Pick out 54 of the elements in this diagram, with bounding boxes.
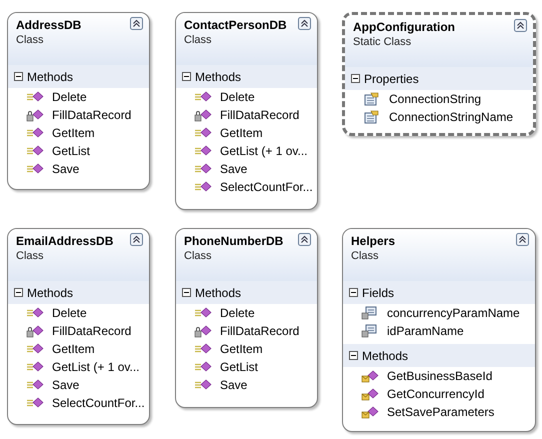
class-kind: Class (351, 250, 379, 262)
member-name: idParamName (387, 324, 464, 338)
member-name: Delete (220, 306, 255, 320)
member-name: FillDataRecord (220, 108, 300, 122)
member-name: GetItem (220, 342, 263, 356)
class-box (7, 228, 150, 425)
member-name: Save (220, 162, 248, 176)
class-name: EmailAddressDB (16, 234, 114, 248)
class-kind: Class (16, 250, 44, 262)
member-name: SelectCountFor... (220, 180, 313, 194)
member-name: Delete (220, 90, 255, 104)
compartment-header: Properties (345, 67, 533, 90)
member-name: SetSaveParameters (387, 405, 494, 419)
class-name: PhoneNumberDB (184, 234, 284, 248)
class-kind: Class (184, 34, 212, 46)
member-name: Delete (52, 306, 87, 320)
member-name: Save (220, 378, 248, 392)
compartment-header: Methods (8, 65, 149, 88)
class-box (7, 12, 150, 190)
member-name: GetList (220, 360, 258, 374)
class-kind: Class (16, 34, 44, 46)
compartment-header: Methods (176, 281, 317, 304)
class-box (342, 228, 536, 432)
member-name: GetList (+ 1 ov... (52, 360, 140, 374)
member-name: FillDataRecord (52, 108, 132, 122)
class-name: AddressDB (16, 18, 82, 32)
class-box (342, 12, 536, 136)
member-name: ConnectionStringName (389, 110, 514, 124)
compartment-header: Fields (343, 281, 535, 304)
member-name: Save (52, 162, 80, 176)
member-name: GetItem (52, 126, 95, 140)
class-kind: Class (184, 250, 212, 262)
member-name: Save (52, 378, 80, 392)
class-name: ContactPersonDB (184, 18, 287, 32)
member-name: GetConcurrencyId (387, 387, 484, 401)
compartment-header: Methods (176, 65, 317, 88)
member-name: GetList (+ 1 ov... (220, 144, 308, 158)
member-name: GetItem (52, 342, 95, 356)
class-box (175, 12, 318, 210)
class-name: Helpers (351, 234, 396, 248)
compartment-header: Methods (343, 344, 535, 367)
member-name: GetBusinessBaseId (387, 369, 492, 383)
compartment-header: Methods (8, 281, 149, 304)
member-name: concurrencyParamName (387, 306, 520, 320)
class-kind: Static Class (353, 36, 412, 48)
class-box (175, 228, 318, 408)
member-name: GetList (52, 144, 90, 158)
member-name: FillDataRecord (52, 324, 132, 338)
member-name: Delete (52, 90, 87, 104)
member-name: SelectCountFor... (52, 396, 145, 410)
member-name: FillDataRecord (220, 324, 300, 338)
member-name: ConnectionString (389, 92, 482, 106)
member-name: GetItem (220, 126, 263, 140)
class-name: AppConfiguration (353, 20, 455, 34)
